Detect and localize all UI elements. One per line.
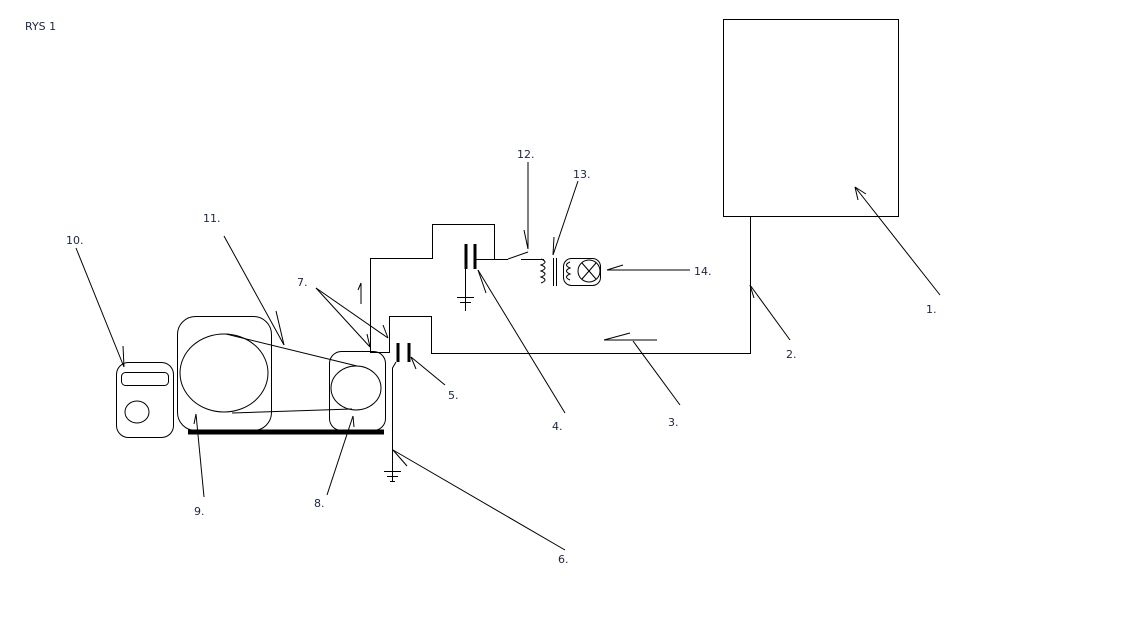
label-6: 6. <box>558 553 569 566</box>
transformer-primary-coil-icon <box>539 258 546 284</box>
main-wire <box>431 216 751 354</box>
label-11: 11. <box>203 212 221 225</box>
label-7: 7. <box>297 276 308 289</box>
lamp-icon <box>577 259 601 283</box>
transformer-secondary-coil-icon <box>566 261 572 281</box>
leader-9 <box>193 413 205 498</box>
leader-4 <box>477 269 566 414</box>
drive-belt <box>225 333 358 414</box>
switch-icon <box>507 251 529 260</box>
leader-13 <box>552 180 579 256</box>
label-8: 8. <box>314 497 325 510</box>
label-4: 4. <box>552 420 563 433</box>
leader-1 <box>854 186 941 296</box>
label-5: 5. <box>448 389 459 402</box>
leader-11 <box>223 235 285 346</box>
lamp-circuit <box>563 258 601 286</box>
current-arrow-icon <box>357 282 362 304</box>
leader-2 <box>749 284 791 341</box>
label-12: 12. <box>517 148 535 161</box>
ground-icon <box>384 471 401 482</box>
label-9: 9. <box>194 505 205 518</box>
label-13: 13. <box>573 168 591 181</box>
direction-arrow-icon <box>603 332 657 341</box>
label-3: 3. <box>668 416 679 429</box>
leader-10 <box>75 247 125 368</box>
pulley-8 <box>329 351 386 431</box>
leader-5 <box>410 356 446 386</box>
leader-10-arrow <box>122 345 125 368</box>
device-10 <box>116 362 174 438</box>
leader-6 <box>392 449 566 551</box>
component-1-box <box>723 19 899 217</box>
figure-title: RYS 1 <box>25 20 56 33</box>
label-14: 14. <box>694 265 712 278</box>
label-1: 1. <box>926 303 937 316</box>
motor-9 <box>177 316 272 431</box>
leader-14 <box>606 264 690 271</box>
ground-wire <box>392 361 397 482</box>
leader-7 <box>315 287 389 348</box>
ground-icon <box>457 297 474 303</box>
wire-loop <box>389 316 432 353</box>
label-2: 2. <box>786 348 797 361</box>
leader-8 <box>326 415 355 496</box>
leader-12 <box>523 162 529 250</box>
label-10: 10. <box>66 234 84 247</box>
leader-3 <box>632 340 681 406</box>
